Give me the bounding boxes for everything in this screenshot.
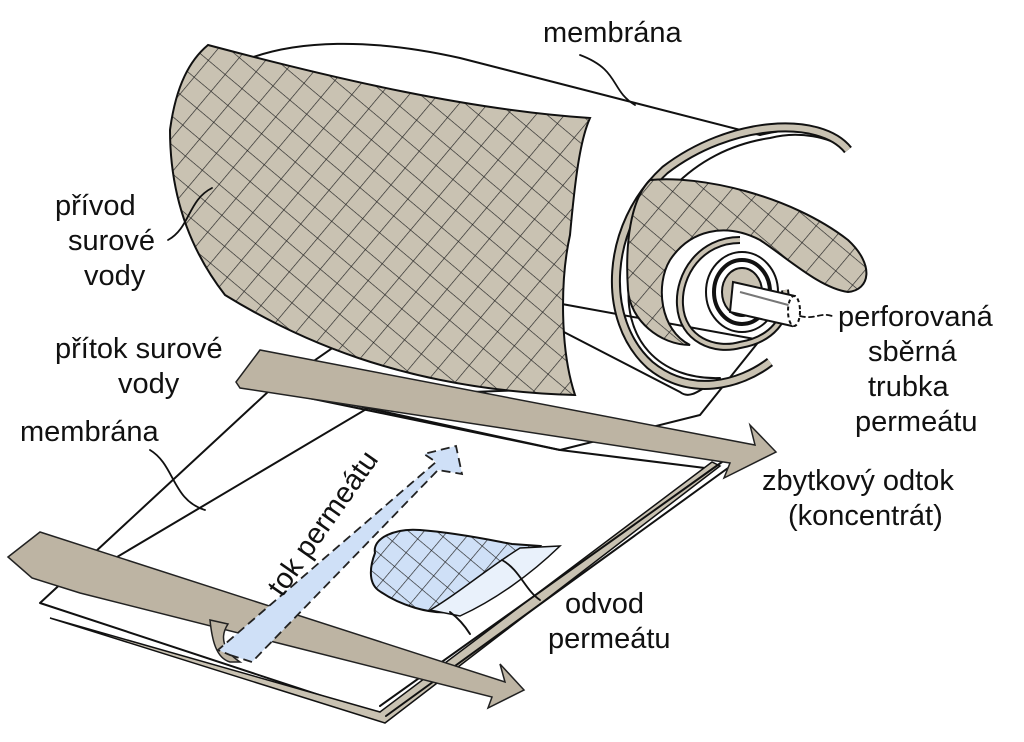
leader-feed-spacer [167,187,213,241]
label-tube-1: perforovaná [838,301,994,333]
label-concentrate-2: (koncentrát) [788,500,943,532]
label-feed-spacer-1: přívod [55,190,136,222]
label-feed-flow-1: přítok surové [55,333,223,365]
label-membrane-left: membrána [20,416,159,448]
permeate-spacer-window [369,528,562,635]
top-feed-arrow [235,349,778,480]
perforated-tube [728,280,801,328]
permeate-flow-arrow [216,444,464,664]
leader-membrane-left [149,449,206,511]
leader-membrane-top [579,54,636,106]
label-permeate-out-1: odvod [565,588,644,620]
label-tube-3: trubka [868,371,949,403]
membrane-roll [168,42,868,397]
label-membrane-top: membrána [543,17,682,49]
label-concentrate-1: zbytkový odtok [762,465,954,497]
leader-lines [149,54,833,601]
leader-tube [799,313,833,319]
label-feed-flow-2: vody [118,368,180,400]
label-feed-spacer-2: surové [68,225,155,257]
leader-permeate-out [501,559,541,601]
label-feed-spacer-3: vody [84,260,146,292]
label-permeate-out-2: permeátu [548,623,671,655]
label-tube-2: sběrná [868,336,958,368]
label-tube-4: permeátu [855,406,978,438]
